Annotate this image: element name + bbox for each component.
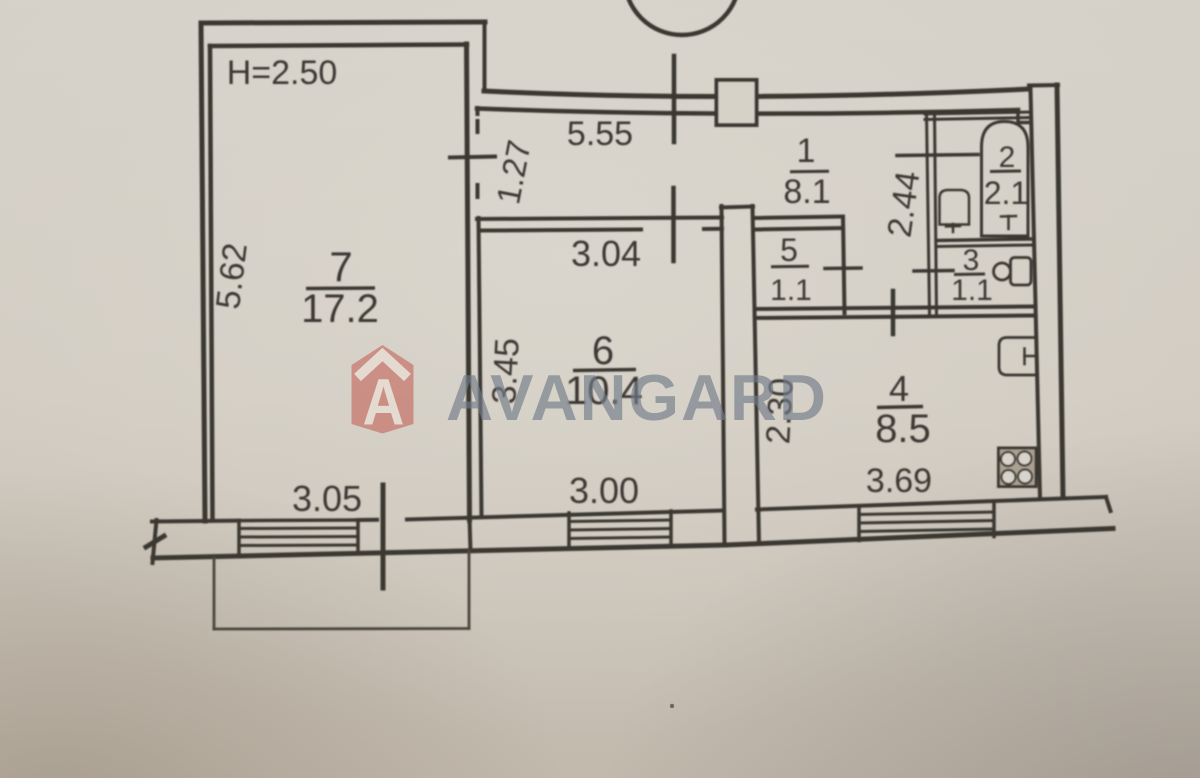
svg-text:1.1: 1.1 bbox=[770, 274, 812, 307]
svg-text:4: 4 bbox=[889, 368, 909, 409]
svg-text:5.62: 5.62 bbox=[209, 241, 255, 311]
svg-text:7: 7 bbox=[329, 243, 352, 290]
svg-text:3.69: 3.69 bbox=[866, 462, 932, 500]
svg-text:A: A bbox=[363, 366, 405, 439]
svg-text:8.5: 8.5 bbox=[875, 407, 931, 451]
svg-text:5.55: 5.55 bbox=[567, 115, 633, 153]
svg-text:3.45: 3.45 bbox=[485, 337, 526, 405]
svg-text:H=2.50: H=2.50 bbox=[227, 54, 338, 92]
svg-text:3: 3 bbox=[963, 244, 980, 277]
svg-text:5: 5 bbox=[780, 232, 798, 268]
svg-text:6: 6 bbox=[592, 329, 614, 373]
svg-text:17.2: 17.2 bbox=[301, 287, 379, 331]
svg-text:1.1: 1.1 bbox=[951, 274, 993, 307]
svg-text:3.00: 3.00 bbox=[569, 470, 639, 511]
svg-text:1: 1 bbox=[797, 132, 816, 170]
svg-text:2.30: 2.30 bbox=[759, 377, 800, 445]
svg-text:2.1: 2.1 bbox=[984, 175, 1028, 211]
svg-text:2: 2 bbox=[999, 141, 1016, 174]
svg-text:10.4: 10.4 bbox=[565, 369, 643, 413]
svg-text:2.44: 2.44 bbox=[881, 169, 928, 240]
svg-text:8.1: 8.1 bbox=[783, 173, 830, 211]
svg-text:AVANGARD: AVANGARD bbox=[446, 361, 828, 434]
svg-text:3.04: 3.04 bbox=[571, 233, 641, 274]
svg-text:3.05: 3.05 bbox=[292, 478, 362, 519]
